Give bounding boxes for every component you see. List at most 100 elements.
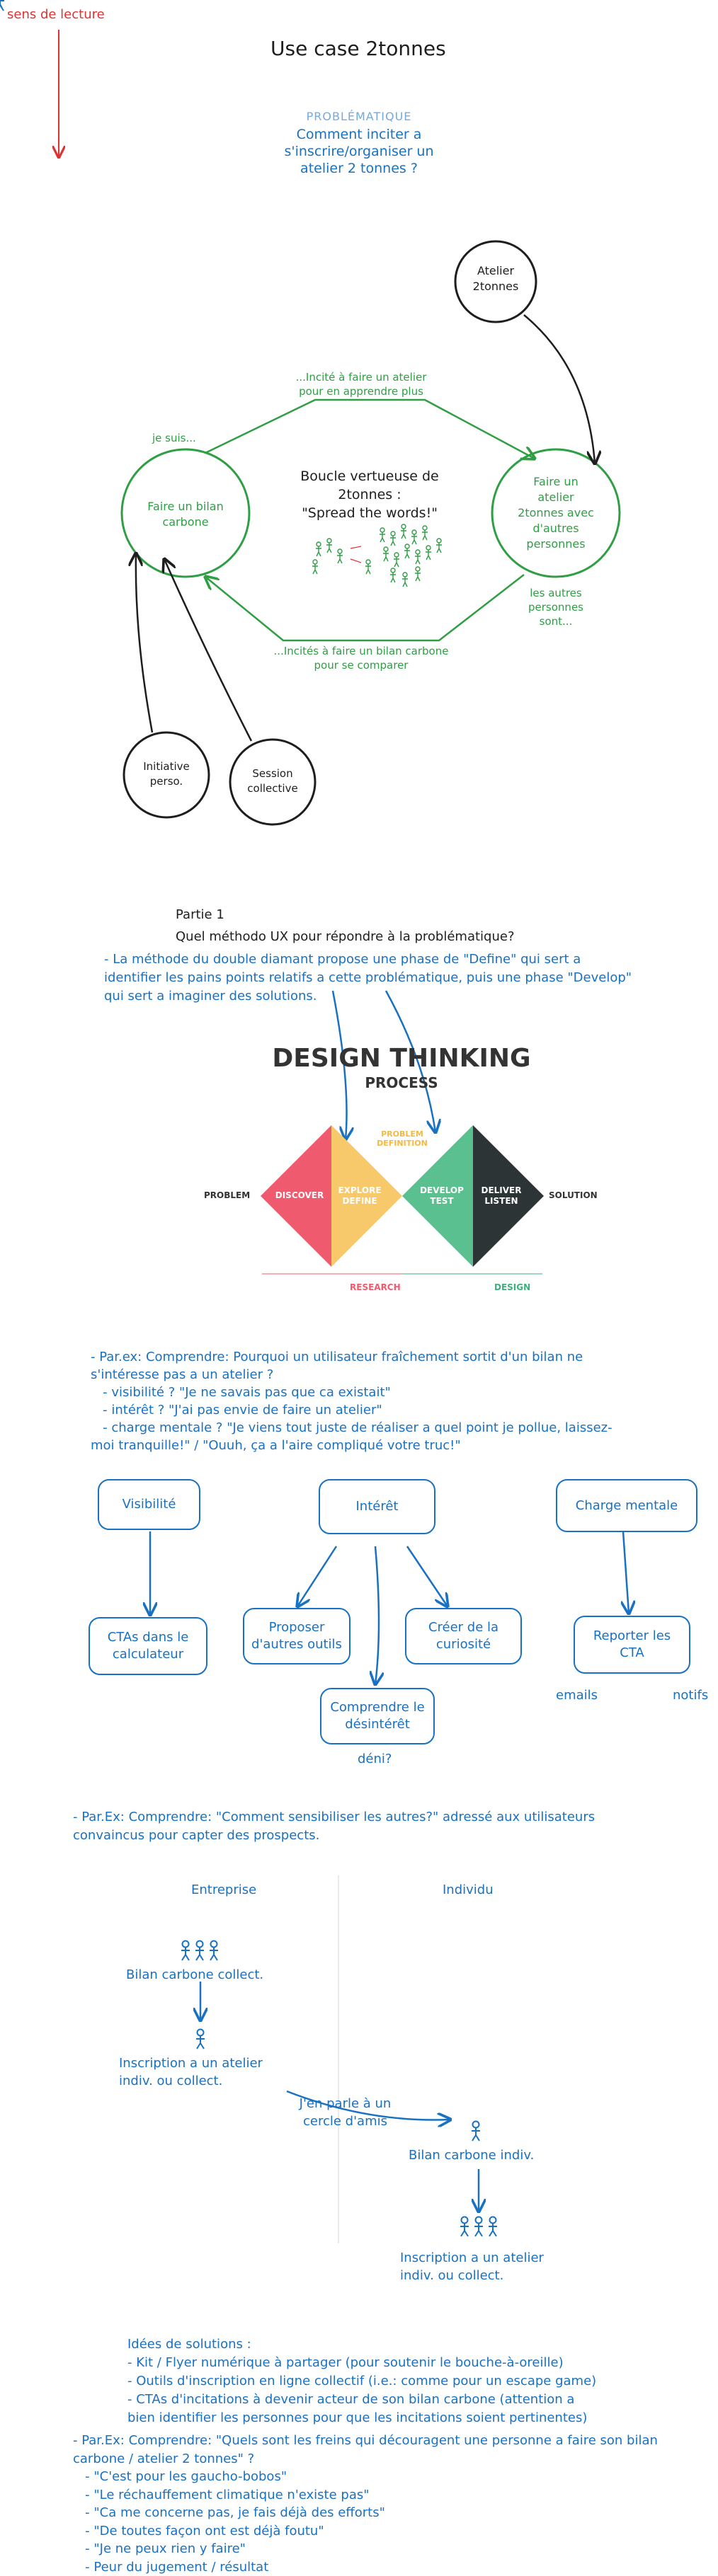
problem-line-1: Comment inciter a bbox=[253, 126, 465, 143]
dt-discover: DISCOVER bbox=[268, 1190, 331, 1200]
arrow-int-desint bbox=[375, 1546, 379, 1684]
right-circle-line: 2tonnes avec bbox=[499, 505, 612, 521]
box-curiosite: Créer de la curiosité bbox=[405, 1608, 522, 1664]
people-icons bbox=[0, 0, 497, 2236]
ex3-line: - Peur du jugement / résultat bbox=[73, 2558, 658, 2576]
bottom-arrow-line: ...Incités à faire un bilan carbone bbox=[262, 644, 460, 658]
col-individu: Individu bbox=[443, 1882, 494, 1897]
problem-label: PROBLÉMATIQUE bbox=[253, 110, 465, 123]
example2-text: - Par.Ex: Comprendre: "Comment sensibili… bbox=[73, 1808, 595, 1845]
arrow-top bbox=[205, 400, 535, 459]
label-notifs: notifs bbox=[673, 1688, 708, 1703]
arrow-bottom bbox=[205, 575, 524, 640]
insc2-line: Inscription a un atelier bbox=[400, 2249, 544, 2267]
label-deni: déni? bbox=[358, 1752, 392, 1766]
crowd-dashes bbox=[351, 546, 361, 563]
box-proposer-line: d'autres outils bbox=[251, 1636, 342, 1653]
ex3-line: - "C'est pour les gaucho-bobos" bbox=[73, 2468, 658, 2486]
loop-center-line: Boucle vertueuse de bbox=[285, 467, 455, 485]
ideas-line: bien identifier les personnes pour que l… bbox=[127, 2409, 596, 2427]
problem-block: PROBLÉMATIQUE Comment inciter a s'inscri… bbox=[253, 110, 465, 177]
ideas-line: - CTAs d'incitations à devenir acteur de… bbox=[127, 2391, 596, 2409]
session-line: collective bbox=[234, 781, 312, 796]
dt-develop: DEVELOP TEST bbox=[411, 1185, 473, 1207]
ex1-line: - charge mentale ? "Je viens tout juste … bbox=[91, 1419, 612, 1437]
dt-develop-line: DEVELOP bbox=[411, 1185, 473, 1196]
dt-research: RESEARCH bbox=[350, 1282, 401, 1292]
right-circle-line: personnes bbox=[499, 536, 612, 552]
box-reporter: Reporter les CTA bbox=[574, 1616, 690, 1674]
problem-line-3: atelier 2 tonnes ? bbox=[253, 160, 465, 177]
box-curiosite-line: Créer de la bbox=[428, 1619, 498, 1636]
ex3-line: - "Le réchauffement climatique n'existe … bbox=[73, 2486, 658, 2505]
ex1-line: - intérêt ? "J'ai pas envie de faire un … bbox=[91, 1401, 612, 1419]
box-charge: Charge mentale bbox=[556, 1479, 697, 1532]
insc2-line: indiv. ou collect. bbox=[400, 2267, 544, 2284]
ex3-line: - Par.Ex: Comprendre: "Quels sont les fr… bbox=[73, 2432, 658, 2450]
dt-subtitle: PROCESS bbox=[260, 1074, 543, 1091]
dt-explore-line: DEFINE bbox=[331, 1196, 388, 1207]
atelier-label-line: Atelier bbox=[455, 263, 536, 279]
box-ctas: CTAs dans le calculateur bbox=[89, 1617, 207, 1675]
ex3-line: - "De toutes façon ont est déjà foutu" bbox=[73, 2522, 658, 2541]
dt-solution: SOLUTION bbox=[549, 1190, 598, 1200]
box-reporter-line: CTA bbox=[620, 1645, 644, 1662]
box-ctas-line: CTAs dans le bbox=[108, 1629, 189, 1646]
method-line: qui sert a imaginer des solutions. bbox=[104, 987, 632, 1006]
arrow-int-prop bbox=[297, 1546, 336, 1606]
arrow-initiative bbox=[136, 553, 152, 732]
dt-design: DESIGN bbox=[494, 1282, 530, 1292]
cercle-label: J'en parle à un cercle d'amis bbox=[287, 2095, 404, 2130]
ex1-line: s'intéresse pas a un atelier ? bbox=[91, 1366, 612, 1384]
box-proposer: Proposer d'autres outils bbox=[243, 1608, 351, 1664]
ex2-line: - Par.Ex: Comprendre: "Comment sensibili… bbox=[73, 1808, 595, 1827]
loop-center-quote: "Spread the words!" bbox=[285, 504, 455, 522]
box-proposer-line: Proposer bbox=[269, 1619, 325, 1636]
atelier-label-line: 2tonnes bbox=[455, 279, 536, 294]
box-visibilite: Visibilité bbox=[98, 1479, 200, 1530]
dt-explore-line: EXPLORE bbox=[331, 1185, 388, 1196]
bilan-indiv: Bilan carbone indiv. bbox=[409, 2148, 534, 2163]
part1-question: Quel méthodo UX pour répondre à la probl… bbox=[176, 929, 515, 944]
part1-heading: Partie 1 bbox=[176, 907, 224, 922]
arrow-charge-rep bbox=[623, 1531, 629, 1614]
dt-develop-line: TEST bbox=[411, 1196, 473, 1207]
je-suis-label: je suis... bbox=[152, 432, 196, 444]
dt-title: DESIGN THINKING bbox=[260, 1044, 543, 1073]
arrow-int-curio bbox=[407, 1546, 448, 1606]
page-title: Use case 2tonnes bbox=[270, 37, 446, 60]
cercle-line: cercle d'amis bbox=[287, 2112, 404, 2130]
insc1-line: Inscription a un atelier bbox=[119, 2054, 263, 2072]
others-line: sont... bbox=[517, 614, 595, 628]
ex2-line: convaincus pour capter des prospects. bbox=[73, 1827, 595, 1845]
left-circle-line: Faire un bilan bbox=[132, 499, 239, 514]
problem-line-2: s'inscrire/organiser un bbox=[253, 143, 465, 160]
ex1-line: - Par.ex: Comprendre: Pourquoi un utilis… bbox=[91, 1348, 612, 1366]
ideas-line: Idées de solutions : bbox=[127, 2335, 596, 2354]
arrow-session bbox=[164, 559, 251, 741]
dt-pd-line: PROBLEM bbox=[367, 1129, 438, 1139]
loop-center-line: 2tonnes : bbox=[285, 485, 455, 504]
loop-center-title: Boucle vertueuse de 2tonnes : "Spread th… bbox=[285, 467, 455, 522]
right-circle-label: Faire un atelier 2tonnes avec d'autres p… bbox=[499, 474, 612, 552]
ex3-line: carbone / atelier 2 tonnes" ? bbox=[73, 2450, 658, 2468]
part1-method: - La méthode du double diamant propose u… bbox=[104, 950, 632, 1006]
dt-deliver-line: DELIVER bbox=[473, 1185, 530, 1196]
ideas-line: - Outils d'inscription en ligne collecti… bbox=[127, 2372, 596, 2391]
top-arrow-line: ...Incité à faire un atelier bbox=[269, 370, 453, 384]
atelier-label: Atelier 2tonnes bbox=[455, 263, 536, 294]
box-desinteret-line: Comprendre le bbox=[330, 1699, 424, 1716]
box-reporter-line: Reporter les bbox=[593, 1628, 671, 1645]
ex1-line: moi tranquille!" / "Ouuh, ça a l'aire co… bbox=[91, 1437, 612, 1454]
left-circle-label: Faire un bilan carbone bbox=[132, 499, 239, 530]
left-circle-line: carbone bbox=[132, 514, 239, 530]
others-label: les autres personnes sont... bbox=[517, 586, 595, 628]
others-line: personnes bbox=[517, 600, 595, 614]
ideas-line: - Kit / Flyer numérique à partager (pour… bbox=[127, 2354, 596, 2372]
cercle-line: J'en parle à un bbox=[287, 2095, 404, 2112]
session-line: Session bbox=[234, 766, 312, 781]
example3-text: - Par.Ex: Comprendre: "Quels sont les fr… bbox=[73, 2432, 658, 2576]
right-circle-line: d'autres bbox=[499, 521, 612, 536]
initiative-line: Initiative bbox=[127, 759, 205, 774]
right-circle-line: Faire un bbox=[499, 474, 612, 490]
